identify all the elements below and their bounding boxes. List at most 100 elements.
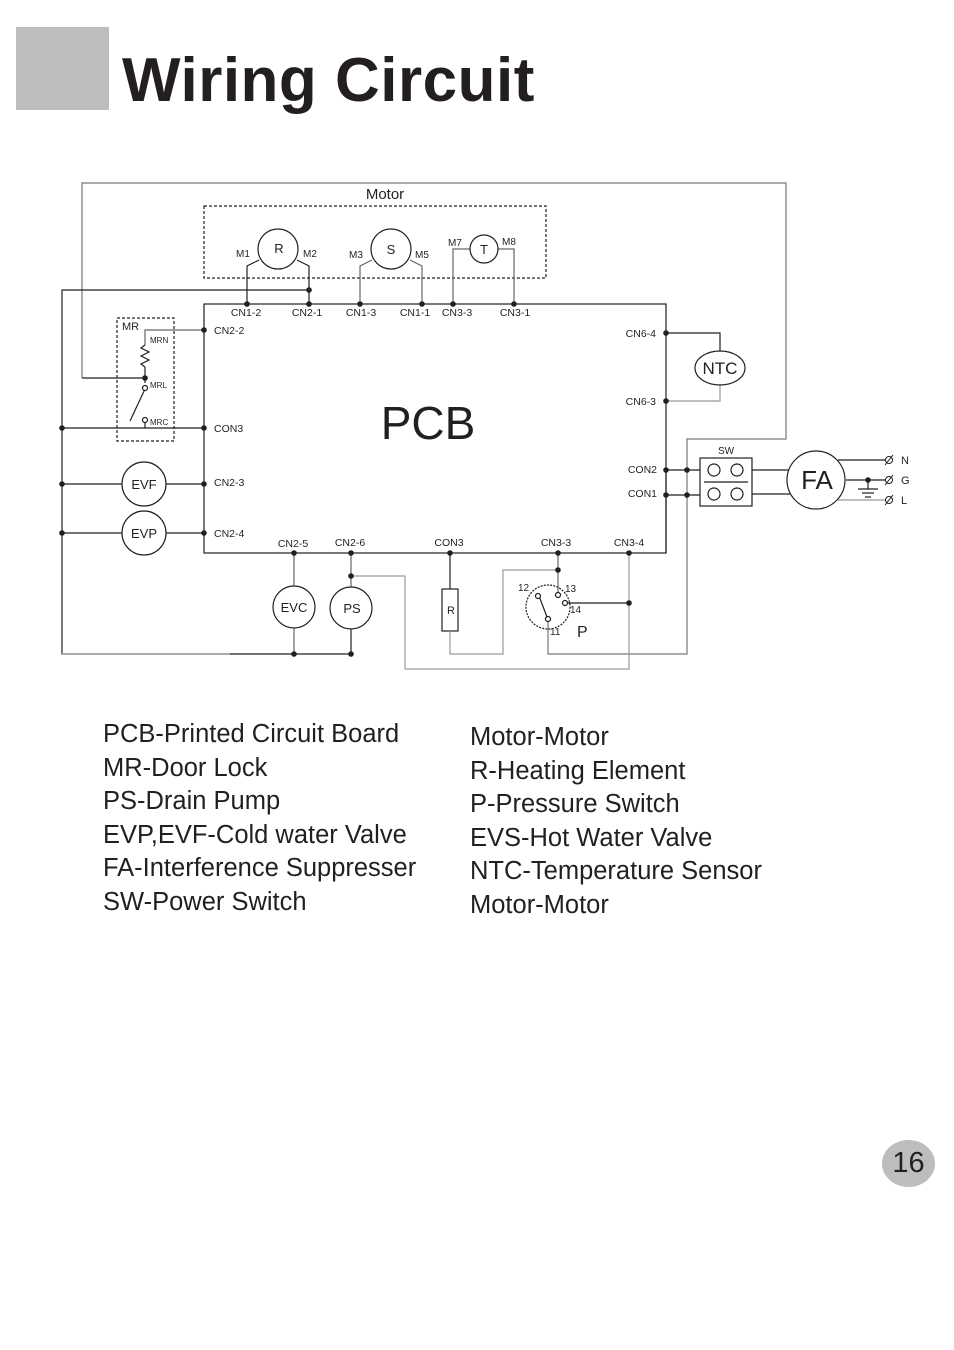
- motor-winding-s: [370, 228, 412, 270]
- junction-dot: [306, 301, 312, 307]
- legend-item: MR-Door Lock: [103, 753, 268, 782]
- connector-label: CN2-6: [335, 537, 366, 549]
- power-switch-box: [699, 457, 753, 507]
- mrl-terminal: [141, 384, 149, 392]
- connector-label: CN2-3: [214, 477, 245, 489]
- junction-dot: [663, 398, 669, 404]
- door-lock-switch-blade: [129, 388, 146, 422]
- pressure-switch-label: P: [577, 624, 588, 641]
- wire: [351, 553, 630, 670]
- wire: [452, 248, 470, 304]
- evc-valve: [272, 585, 316, 629]
- evf-label: EVF: [131, 477, 156, 492]
- junction-dot: [511, 301, 517, 307]
- connector-label: CON3: [214, 423, 243, 435]
- connector-label: CN3-4: [614, 537, 645, 549]
- ps-terminal-11: [544, 615, 552, 623]
- wire: [246, 259, 260, 304]
- pressure-pin: 13: [565, 584, 577, 595]
- junction-dot: [348, 573, 354, 579]
- fa-suppressor: [786, 450, 846, 510]
- legend-item: Motor-Motor: [470, 890, 609, 919]
- connector-label: CN2-4: [214, 528, 245, 540]
- connector-label: CON3: [434, 537, 463, 549]
- title-decoration-block: [16, 27, 109, 110]
- ntc-label: NTC: [703, 359, 738, 378]
- switch-contact: [730, 463, 744, 477]
- wire: [81, 182, 787, 655]
- ntc-sensor: [694, 350, 746, 386]
- connector-label: CON1: [628, 488, 657, 500]
- junction-dot: [59, 530, 65, 536]
- connector-label: CON2: [628, 464, 657, 476]
- legend-right: Motor-Motor R-Heating Element P-Pressure…: [470, 721, 762, 922]
- terminal-slash: [884, 494, 894, 506]
- legend-item: SW-Power Switch: [103, 887, 307, 916]
- junction-dot: [663, 330, 669, 336]
- junction-dot: [244, 301, 250, 307]
- door-lock-pin: MRL: [150, 381, 167, 390]
- pin-label: M5: [415, 250, 429, 261]
- junction-dot: [348, 651, 354, 657]
- legend-left: PCB-Printed Circuit Board MR-Door Lock P…: [103, 718, 416, 919]
- junction-dot: [447, 550, 453, 556]
- heater-label: R: [447, 605, 455, 617]
- pressure-pin: 14: [570, 605, 582, 616]
- switch-contact: [730, 487, 744, 501]
- junction-dot: [450, 301, 456, 307]
- connector-label: CN6-3: [626, 396, 657, 408]
- junction-dot: [59, 425, 65, 431]
- connector-label: CN3-3: [541, 537, 572, 549]
- pressure-switch-body: [525, 584, 571, 630]
- pressure-pin: 12: [518, 583, 530, 594]
- winding-label: R: [274, 241, 283, 256]
- legend-item: P-Pressure Switch: [470, 790, 680, 818]
- pcb-label: PCB: [381, 397, 476, 449]
- junction-dot: [201, 481, 207, 487]
- motor-winding-t: [469, 234, 499, 264]
- fa-label: FA: [801, 465, 833, 495]
- legend-item: NTC-Temperature Sensor: [470, 857, 762, 885]
- ps-pump: [329, 586, 373, 630]
- mains-label-g: G: [901, 475, 910, 487]
- junction-dot: [348, 550, 354, 556]
- terminal-slash: [884, 454, 894, 466]
- junction-dot: [663, 492, 669, 498]
- wire: [296, 259, 310, 304]
- legend-item: EVP,EVF-Cold water Valve: [103, 820, 407, 849]
- pin-label: M8: [502, 237, 516, 248]
- evf-valve: [121, 461, 167, 507]
- legend-item: PS-Drain Pump: [103, 787, 281, 815]
- winding-label: S: [387, 242, 396, 257]
- motor-group-box: [203, 205, 547, 279]
- junction-dot: [59, 481, 65, 487]
- legend-item: Motor-Motor: [470, 723, 609, 751]
- connector-label: CN1-2: [231, 307, 262, 319]
- wire: [359, 259, 373, 304]
- mains-label-n: N: [901, 455, 909, 467]
- pin-label: M3: [349, 250, 363, 261]
- evp-valve: [121, 510, 167, 556]
- junction-dot: [201, 327, 207, 333]
- wiring-diagram: Motor PCB R S T M1 M2 M3 M5 M7 M8 CN1-2 …: [59, 182, 910, 670]
- junction-dot: [306, 287, 312, 293]
- resistor-zigzag: [139, 344, 151, 368]
- door-lock-pin: MRN: [150, 336, 168, 345]
- junction-dot: [626, 600, 632, 606]
- pressure-switch-blade: [538, 595, 548, 618]
- junction-dot: [555, 550, 561, 556]
- junction-dot: [419, 301, 425, 307]
- legend-item: R-Heating Element: [470, 756, 686, 785]
- wire: [666, 384, 721, 402]
- mrc-terminal: [141, 416, 149, 424]
- junction-dot: [291, 550, 297, 556]
- junction-dot: [865, 477, 871, 483]
- motor-winding-r: [257, 228, 299, 270]
- connector-label: CN3-1: [500, 307, 531, 319]
- wire: [61, 289, 309, 655]
- connector-label: CN1-3: [346, 307, 377, 319]
- ps-label: PS: [343, 601, 361, 616]
- junction-dot: [142, 375, 148, 381]
- legend-item: FA-Interference Suppresser: [103, 854, 417, 882]
- winding-label: T: [480, 242, 488, 257]
